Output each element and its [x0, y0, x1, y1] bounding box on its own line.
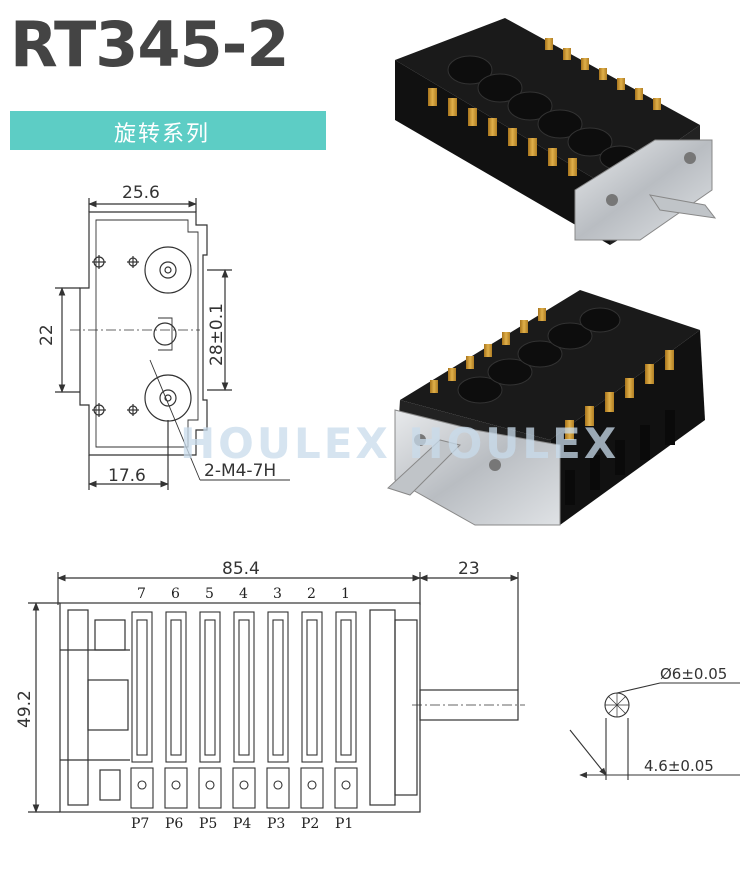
hole-callout-label: 2-M4-7H	[204, 461, 276, 481]
terminal-label-p6: P6	[165, 816, 183, 832]
terminal-label-p7: P7	[131, 816, 149, 832]
height-dimension-label: 49.2	[15, 690, 35, 728]
left-height-dimension-label: 22	[37, 324, 57, 346]
position-number-3: 3	[273, 586, 282, 602]
terminal-label-p5: P5	[199, 816, 217, 832]
position-number-1: 1	[341, 586, 350, 602]
product-photo-middle	[387, 290, 705, 526]
terminal-label-p3: P3	[267, 816, 285, 832]
position-number-4: 4	[239, 586, 248, 602]
position-number-7: 7	[137, 586, 146, 602]
shaft-flat-label: 4.6±0.05	[644, 757, 714, 775]
product-model-title: RT345-2	[10, 8, 290, 81]
side-view-drawing	[28, 572, 525, 813]
width-dimension-label: 25.6	[122, 183, 160, 203]
shaft-detail-drawing	[569, 682, 740, 780]
position-number-6: 6	[171, 586, 180, 602]
shaft-diameter-label: Ø6±0.05	[660, 665, 727, 683]
shaft-length-dimension-label: 23	[458, 559, 480, 579]
front-view-drawing	[55, 198, 290, 490]
right-height-dimension-label: 28±0.1	[207, 303, 227, 366]
series-label: 旋转系列	[114, 122, 211, 147]
position-number-2: 2	[307, 586, 316, 602]
terminal-label-p1: P1	[335, 816, 353, 832]
length-dimension-label: 85.4	[222, 559, 260, 579]
product-photo-top	[395, 18, 717, 245]
terminal-label-p4: P4	[233, 816, 251, 832]
series-banner: 旋转系列	[10, 111, 326, 150]
position-number-5: 5	[205, 586, 214, 602]
offset-dimension-label: 17.6	[108, 466, 146, 486]
watermark-text: HOULEX HOULEX	[180, 419, 619, 468]
terminal-label-p2: P2	[301, 816, 319, 832]
